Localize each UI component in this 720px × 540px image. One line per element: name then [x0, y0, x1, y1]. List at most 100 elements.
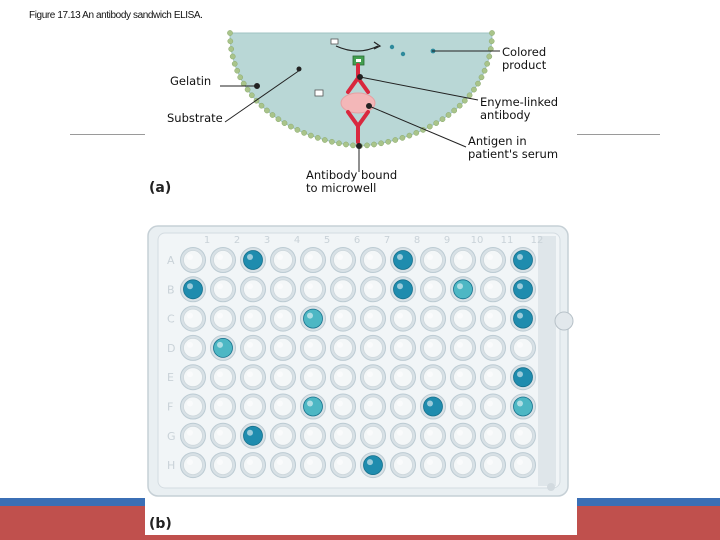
- well-highlight: [247, 313, 253, 319]
- well-highlight: [397, 371, 403, 377]
- well-negative: [244, 309, 263, 328]
- well-highlight: [367, 342, 373, 348]
- gelatin-bead: [329, 139, 334, 144]
- well-highlight: [517, 371, 523, 377]
- well-positive: [184, 280, 203, 299]
- column-label: 3: [264, 235, 270, 246]
- well-positive: [244, 251, 263, 270]
- gelatin-bead: [235, 68, 240, 73]
- well-negative: [184, 338, 203, 357]
- well-highlight: [427, 401, 433, 407]
- well-positive: [244, 426, 263, 445]
- gelatin-bead: [241, 81, 246, 86]
- well-highlight: [487, 342, 493, 348]
- well-highlight: [457, 401, 463, 407]
- well-fluid: [230, 33, 492, 146]
- well-highlight: [217, 401, 223, 407]
- well-negative: [304, 338, 323, 357]
- well-highlight: [397, 430, 403, 436]
- well-highlight: [337, 401, 343, 407]
- gelatin-bead: [386, 139, 391, 144]
- gelatin-bead: [479, 75, 484, 80]
- gelatin-bead: [229, 46, 234, 51]
- well-negative: [454, 309, 473, 328]
- well-negative: [484, 280, 503, 299]
- well-negative: [364, 368, 383, 387]
- well-negative: [274, 280, 293, 299]
- well-highlight: [367, 313, 373, 319]
- well-highlight: [337, 430, 343, 436]
- well-negative: [184, 251, 203, 270]
- gelatin-bead: [270, 112, 275, 117]
- well-negative: [214, 309, 233, 328]
- gelatin-bead: [282, 121, 287, 126]
- well-negative: [454, 251, 473, 270]
- well-highlight: [517, 401, 523, 407]
- well-negative: [424, 309, 443, 328]
- gelatin-bead: [276, 117, 281, 122]
- well-highlight: [307, 430, 313, 436]
- column-label: 11: [501, 235, 514, 246]
- well-positive: [304, 397, 323, 416]
- well-negative: [304, 280, 323, 299]
- well-highlight: [217, 283, 223, 289]
- well-highlight: [427, 254, 433, 260]
- well-highlight: [487, 313, 493, 319]
- well-negative: [274, 426, 293, 445]
- gelatin-bead: [434, 121, 439, 126]
- well-negative: [364, 338, 383, 357]
- well-highlight: [397, 283, 403, 289]
- well-highlight: [187, 459, 193, 465]
- well-highlight: [337, 313, 343, 319]
- plate-corner-dot: [547, 483, 555, 491]
- gelatin-bead: [471, 87, 476, 92]
- well-highlight: [187, 313, 193, 319]
- well-highlight: [397, 342, 403, 348]
- well-highlight: [247, 342, 253, 348]
- well-negative: [334, 456, 353, 475]
- well-negative: [334, 338, 353, 357]
- well-positive: [424, 397, 443, 416]
- column-label: 9: [444, 235, 450, 246]
- well-highlight: [277, 283, 283, 289]
- substrate-molecule: [331, 39, 338, 44]
- well-highlight: [277, 430, 283, 436]
- gelatin-bead: [228, 39, 233, 44]
- well-highlight: [307, 313, 313, 319]
- gelatin-bead: [452, 108, 457, 113]
- gelatin-bead: [462, 98, 467, 103]
- gelatin-bead: [322, 137, 327, 142]
- well-highlight: [307, 401, 313, 407]
- well-highlight: [247, 430, 253, 436]
- gelatin-bead: [457, 103, 462, 108]
- gelatin-bead: [482, 68, 487, 73]
- row-label: G: [167, 430, 176, 443]
- well-negative: [274, 338, 293, 357]
- well-highlight: [457, 283, 463, 289]
- gelatin-bead: [487, 54, 492, 59]
- label-antibody-bound: Antibody bound to microwell: [306, 169, 397, 195]
- gelatin-bead: [475, 81, 480, 86]
- well-negative: [484, 309, 503, 328]
- gelatin-bead: [446, 112, 451, 117]
- well-highlight: [487, 401, 493, 407]
- well-highlight: [247, 371, 253, 377]
- panel-a-letter: (a): [149, 180, 171, 196]
- column-label: 7: [384, 235, 390, 246]
- gelatin-bead: [249, 93, 254, 98]
- well-highlight: [397, 459, 403, 465]
- well-highlight: [277, 401, 283, 407]
- well-negative: [484, 426, 503, 445]
- well-negative: [214, 426, 233, 445]
- well-highlight: [487, 459, 493, 465]
- well-highlight: [367, 371, 373, 377]
- well-highlight: [277, 342, 283, 348]
- row-label: F: [167, 401, 173, 414]
- gelatin-bead: [315, 135, 320, 140]
- well-highlight: [337, 371, 343, 377]
- well-positive: [454, 280, 473, 299]
- well-negative: [184, 426, 203, 445]
- gelatin-bead: [350, 143, 355, 148]
- well-positive: [304, 309, 323, 328]
- well-negative: [244, 456, 263, 475]
